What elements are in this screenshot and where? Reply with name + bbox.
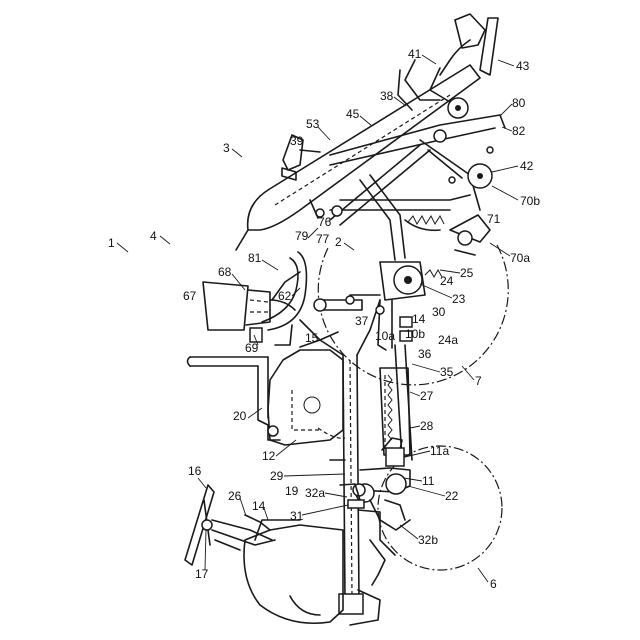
label-25: 25 xyxy=(460,266,474,280)
rear-suspension xyxy=(330,145,490,260)
label-2: 2 xyxy=(335,235,342,249)
label-42: 42 xyxy=(520,159,534,173)
label-35: 35 xyxy=(440,365,454,379)
label-82: 82 xyxy=(512,124,526,138)
label-14: 14 xyxy=(252,499,266,513)
label-36: 36 xyxy=(418,347,432,361)
label-77: 77 xyxy=(316,232,330,246)
label-38: 38 xyxy=(380,89,394,103)
label-22: 22 xyxy=(445,489,459,503)
label-27: 27 xyxy=(420,389,434,403)
label-19: 19 xyxy=(285,484,299,498)
label-7: 7 xyxy=(475,374,482,388)
label-28: 28 xyxy=(420,419,434,433)
chaincase xyxy=(380,345,412,460)
label-31: 31 xyxy=(290,509,304,523)
label-30: 30 xyxy=(432,305,446,319)
label-26: 26 xyxy=(228,489,242,503)
front-cowl xyxy=(244,520,343,623)
label-32b: 32b xyxy=(418,533,438,547)
label-45: 45 xyxy=(346,107,360,121)
label-43: 43 xyxy=(516,59,530,73)
label-71: 71 xyxy=(487,212,501,226)
label-15: 15 xyxy=(305,331,319,345)
label-20: 20 xyxy=(233,409,247,423)
label-14-small: 14 xyxy=(412,312,426,326)
label-17: 17 xyxy=(195,567,209,581)
label-70a: 70a xyxy=(510,251,530,265)
main-frame xyxy=(300,300,380,625)
steering-post xyxy=(188,357,281,440)
label-41: 41 xyxy=(408,47,422,61)
label-67: 67 xyxy=(183,289,197,303)
label-62: 62 xyxy=(278,289,292,303)
label-79: 79 xyxy=(295,229,309,243)
label-80: 80 xyxy=(512,96,526,110)
label-16: 16 xyxy=(188,464,202,478)
label-11: 11 xyxy=(422,474,435,488)
label-6: 6 xyxy=(490,577,497,591)
label-10a: 10a xyxy=(375,329,395,343)
label-4: 4 xyxy=(150,229,157,243)
label-70b: 70b xyxy=(520,194,540,208)
label-24: 24 xyxy=(440,274,454,288)
label-12: 12 xyxy=(262,449,276,463)
label-24a: 24a xyxy=(438,333,458,347)
label-37: 37 xyxy=(355,314,369,328)
label-53: 53 xyxy=(306,117,320,131)
label-10b: 10b xyxy=(405,327,425,341)
label-76: 76 xyxy=(318,215,332,229)
label-32a: 32a xyxy=(305,486,325,500)
label-81: 81 xyxy=(248,251,262,265)
label-39: 39 xyxy=(290,134,304,148)
label-29: 29 xyxy=(270,469,284,483)
label-11a: 11a xyxy=(430,444,449,458)
label-1: 1 xyxy=(108,236,115,250)
label-23: 23 xyxy=(452,292,466,306)
reference-labels: 1 4 3 2 67 68 69 81 62 15 79 77 76 20 53… xyxy=(108,47,540,591)
label-69: 69 xyxy=(245,341,259,355)
label-68: 68 xyxy=(218,265,232,279)
label-3: 3 xyxy=(223,141,230,155)
